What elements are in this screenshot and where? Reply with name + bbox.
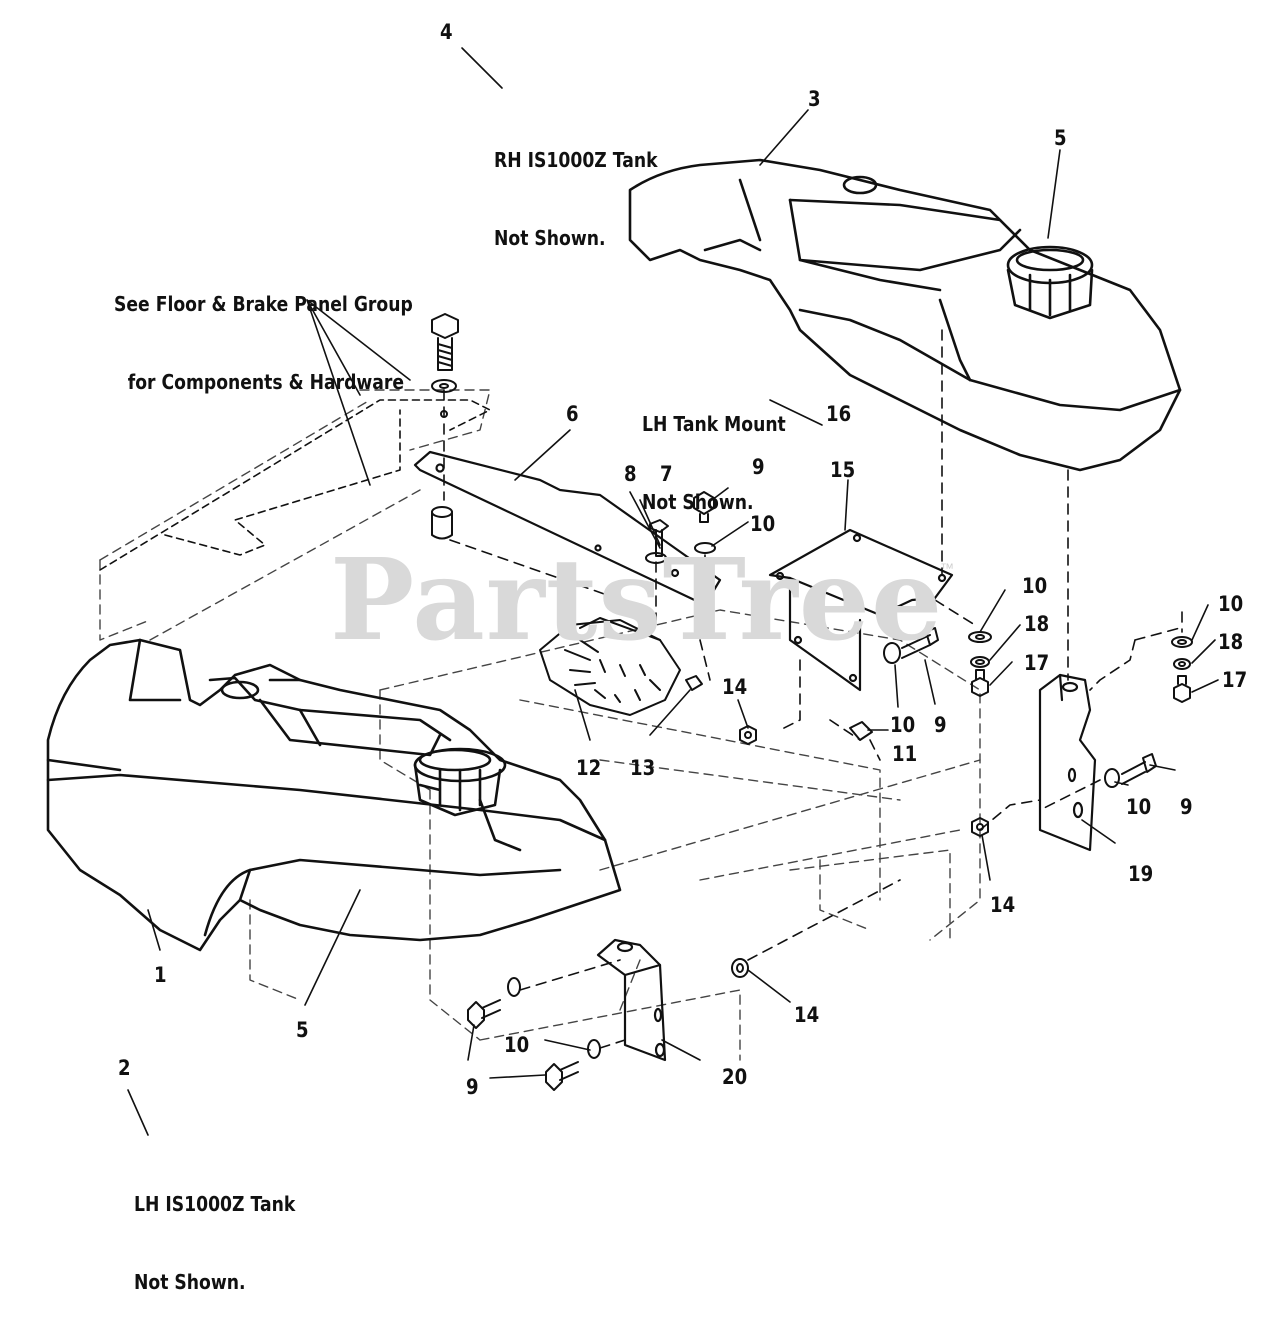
note-rh-tank: RH IS1000Z Tank Not Shown. [494, 148, 658, 250]
note-lh-tank: LH IS1000Z Tank Not Shown. [134, 1192, 296, 1294]
lh-fuel-tank [46, 638, 622, 952]
callout-18: 18 [1218, 630, 1244, 654]
callout-14: 14 [794, 1003, 820, 1027]
callout-10: 10 [750, 512, 776, 536]
heat-shield [539, 617, 681, 716]
parts-diagram [46, 47, 1219, 1136]
lh-tank-mount-bracket [596, 938, 667, 1062]
callout-3: 3 [808, 87, 821, 111]
callout-15: 15 [830, 458, 856, 482]
hardware [431, 313, 1193, 1091]
callout-7: 7 [660, 462, 673, 486]
callout-17: 17 [1024, 651, 1050, 675]
watermark: PartsTree [330, 535, 944, 666]
callout-5: 5 [1054, 126, 1067, 150]
callout-8: 8 [624, 462, 637, 486]
floor-panel-phantom [99, 399, 491, 571]
callout-19: 19 [1128, 862, 1154, 886]
callout-14: 14 [722, 675, 748, 699]
callout-1: 1 [154, 963, 167, 987]
callout-9: 9 [752, 455, 765, 479]
callout-4: 4 [440, 20, 453, 44]
callout-10: 10 [1126, 795, 1152, 819]
leader-lines [127, 47, 1219, 1136]
callout-11: 11 [892, 742, 918, 766]
note-lh-mount: LH Tank Mount Not Shown. [642, 412, 786, 514]
callout-13: 13 [630, 756, 656, 780]
callout-20: 20 [722, 1065, 748, 1089]
watermark-trademark: ™ [940, 560, 954, 576]
callout-10: 10 [504, 1033, 530, 1057]
callout-9: 9 [934, 713, 947, 737]
note-floor-brake: See Floor & Brake Panel Group for Compon… [114, 292, 413, 394]
callout-12: 12 [576, 756, 602, 780]
callout-10: 10 [890, 713, 916, 737]
callout-5: 5 [296, 1018, 309, 1042]
callout-18: 18 [1024, 612, 1050, 636]
frame-phantom [99, 389, 981, 1061]
callout-14: 14 [990, 893, 1016, 917]
callout-9: 9 [466, 1075, 479, 1099]
callout-9: 9 [1180, 795, 1193, 819]
rh-fuel-tank [628, 158, 1182, 472]
callout-6: 6 [566, 402, 579, 426]
callout-10: 10 [1218, 592, 1244, 616]
callout-2: 2 [118, 1056, 131, 1080]
alignment-lines [443, 329, 1183, 1049]
callout-16: 16 [826, 402, 852, 426]
callout-17: 17 [1222, 668, 1248, 692]
callout-10: 10 [1022, 574, 1048, 598]
